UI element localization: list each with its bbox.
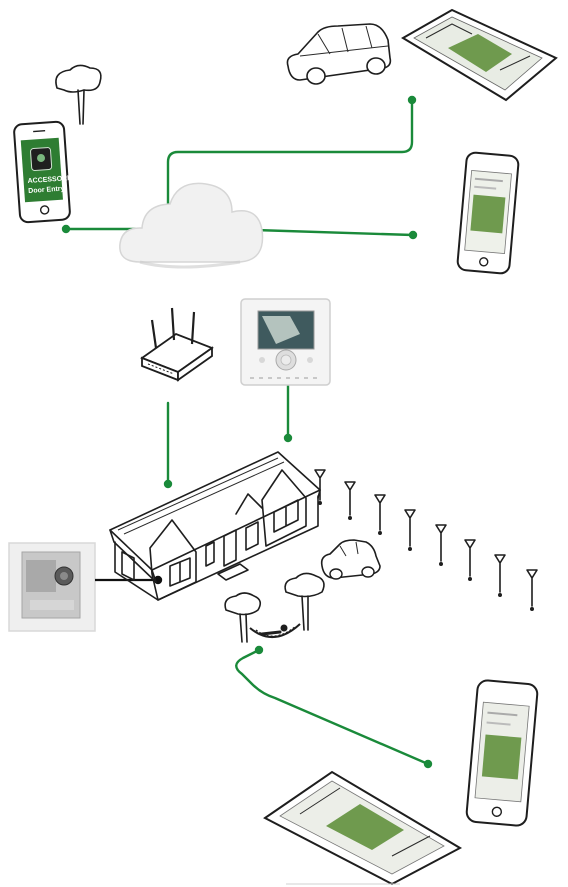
garden-lamp-icon bbox=[374, 494, 386, 535]
wifi-router-icon bbox=[140, 307, 214, 382]
door-entry-panel-icon bbox=[8, 542, 96, 632]
garden-lamps bbox=[314, 469, 538, 611]
tree-icon bbox=[55, 64, 102, 125]
garden-lamp-icon bbox=[344, 481, 356, 520]
hammock-icon bbox=[249, 623, 301, 638]
garden-lamp-icon bbox=[404, 509, 416, 551]
smartphone-icon bbox=[456, 151, 520, 275]
tablet-icon bbox=[401, 8, 558, 102]
tree-icon bbox=[284, 572, 325, 631]
app-brand-line1: ACCESSORIES bbox=[27, 174, 79, 185]
car-icon bbox=[320, 539, 381, 580]
app-brand-line2: Door Entry bbox=[28, 185, 65, 195]
house-icon bbox=[109, 451, 321, 601]
connection-dot-car bbox=[407, 95, 417, 105]
tree-icon bbox=[224, 592, 262, 643]
link-cloud-to-phone bbox=[253, 228, 415, 237]
garden-lamp-icon bbox=[464, 539, 476, 581]
connection-dot-devices bbox=[423, 759, 433, 769]
car-icon bbox=[286, 23, 392, 85]
cloud-icon bbox=[119, 182, 264, 269]
connection-dot-phone-left bbox=[61, 224, 71, 234]
tablet-icon bbox=[263, 770, 463, 886]
video-monitor-icon bbox=[240, 298, 331, 386]
smartphone-icon bbox=[465, 679, 539, 827]
garden-lamp-icon bbox=[494, 554, 506, 597]
garden-lamp-icon bbox=[314, 469, 326, 505]
connection-dot-house bbox=[163, 479, 173, 489]
link-garden-to-devices bbox=[235, 648, 430, 766]
garden-lamp-icon bbox=[435, 524, 447, 566]
link-cloud-to-car-tablet bbox=[166, 98, 414, 217]
garden-lamp-icon bbox=[526, 569, 538, 611]
connection-dot-phone-right bbox=[408, 230, 418, 240]
connection-dot-garden bbox=[254, 645, 264, 655]
smartphone-icon: ACCESSORIES Door Entry bbox=[13, 120, 79, 224]
connection-dot-monitor bbox=[283, 433, 293, 443]
connection-lines bbox=[61, 95, 433, 769]
